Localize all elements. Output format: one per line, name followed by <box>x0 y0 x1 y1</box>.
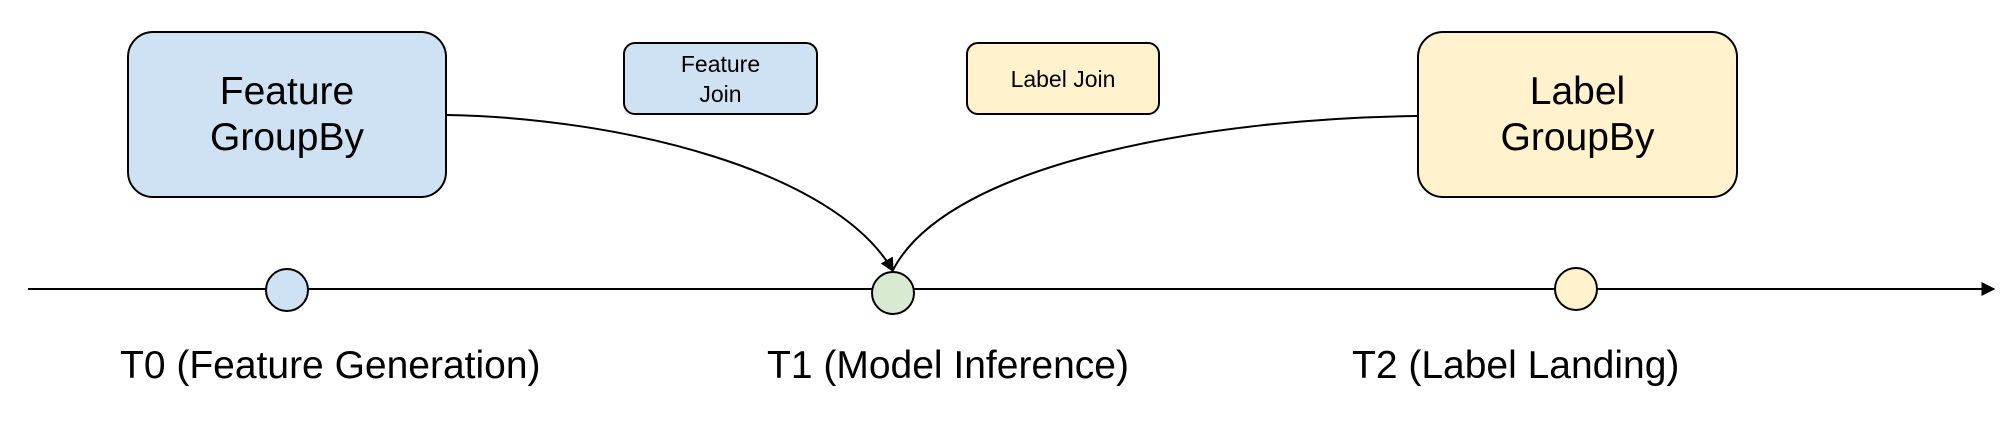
label-to-inference-curve <box>892 115 1419 271</box>
t2-label: T2 (Label Landing) <box>1352 344 1680 387</box>
feature-groupby-box: Feature GroupBy <box>127 31 447 198</box>
label-groupby-box: Label GroupBy <box>1417 31 1738 198</box>
feature-join-box: Feature Join <box>623 42 818 115</box>
t2-marker <box>1554 267 1598 311</box>
t0-marker <box>265 268 309 312</box>
t0-label: T0 (Feature Generation) <box>120 344 541 387</box>
t1-label: T1 (Model Inference) <box>767 344 1129 387</box>
t1-marker <box>871 271 915 315</box>
label-join-box: Label Join <box>966 42 1160 115</box>
feature-to-inference-arrow <box>446 114 894 273</box>
